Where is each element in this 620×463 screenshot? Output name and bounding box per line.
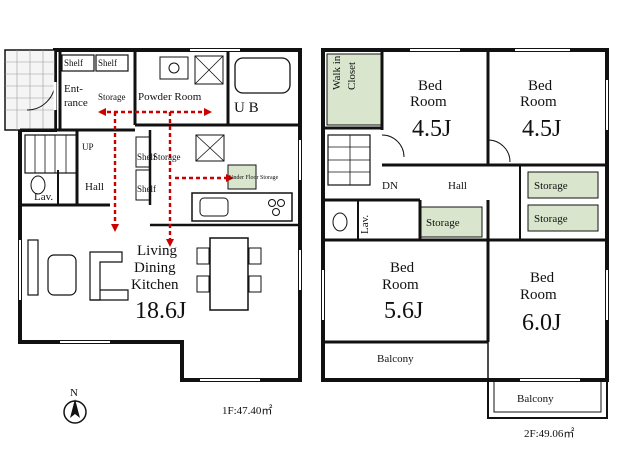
label-bed1-1: Bed (418, 78, 443, 94)
label-dn: DN (382, 180, 398, 192)
label-bed2-1: Bed (528, 78, 553, 94)
storage-box-right-1 (527, 171, 599, 199)
under-floor-storage-box (227, 164, 257, 190)
label-under-floor-storage: Under Floor Storage (229, 175, 279, 181)
label-entrance-2: rance (64, 97, 88, 109)
label-ub: U B (234, 100, 259, 116)
label-compass-n: N (70, 387, 78, 399)
label-hall-1f: Hall (85, 181, 104, 193)
floor-2-plan (321, 48, 609, 419)
label-floor2-area: 2F:49.06㎡ (524, 427, 574, 440)
label-storage-2f-1: Storage (534, 180, 568, 192)
storage-box-right-2 (527, 204, 599, 232)
label-entrance-1: Ent- (64, 83, 83, 95)
label-bed3-size: 5.6J (384, 298, 423, 324)
compass-icon (63, 399, 87, 424)
floor-1-plan (4, 48, 302, 382)
label-bed1-size: 4.5J (412, 116, 451, 142)
label-balcony-1: Balcony (377, 353, 414, 365)
label-up: UP (82, 142, 94, 152)
label-shelf-d: Shelf (137, 184, 156, 194)
circulation-route (100, 110, 232, 245)
label-shelf-b: Shelf (98, 58, 117, 68)
label-storage-2f-2: Storage (534, 213, 568, 225)
label-floor1-area: 1F:47.40㎡ (222, 404, 272, 417)
kitchen-counter (191, 192, 293, 222)
label-storage-small: Storage (98, 92, 126, 102)
shelf-box-a (61, 54, 95, 72)
label-bed3-2: Room (382, 277, 419, 293)
label-hall-2f: Hall (448, 180, 467, 192)
label-bed3-1: Bed (390, 260, 415, 276)
label-bed1-2: Room (410, 94, 447, 110)
label-ldk-size: 18.6J (135, 298, 186, 324)
label-shelf-c: Shelf (137, 152, 156, 162)
bathtub (234, 57, 291, 94)
label-storage-2f-3: Storage (426, 217, 460, 229)
dining-table (209, 237, 249, 311)
label-living: Living (137, 243, 177, 259)
label-kitchen: Kitchen (131, 277, 179, 293)
label-lav-2f: Lav. (359, 215, 371, 234)
floor1-stairs (24, 134, 78, 174)
label-dining: Dining (134, 260, 176, 276)
label-shelf-a: Shelf (64, 58, 83, 68)
label-bed4-2: Room (520, 287, 557, 303)
walk-in-closet (326, 53, 383, 126)
label-balcony-2: Balcony (517, 393, 554, 405)
label-bed4-1: Bed (530, 270, 555, 286)
label-powder-room: Powder Room (138, 91, 202, 103)
label-bed2-2: Room (520, 94, 557, 110)
label-bed2-size: 4.5J (522, 116, 561, 142)
label-wic-1: Walk in (331, 55, 343, 90)
shelf-box-b (95, 54, 129, 72)
storage-box-mid (419, 206, 483, 238)
label-storage-v: Storage (153, 152, 181, 162)
label-wic-2: Closet (346, 62, 358, 90)
label-bed4-size: 6.0J (522, 310, 561, 336)
label-lav-1f: Lav. (34, 191, 53, 203)
